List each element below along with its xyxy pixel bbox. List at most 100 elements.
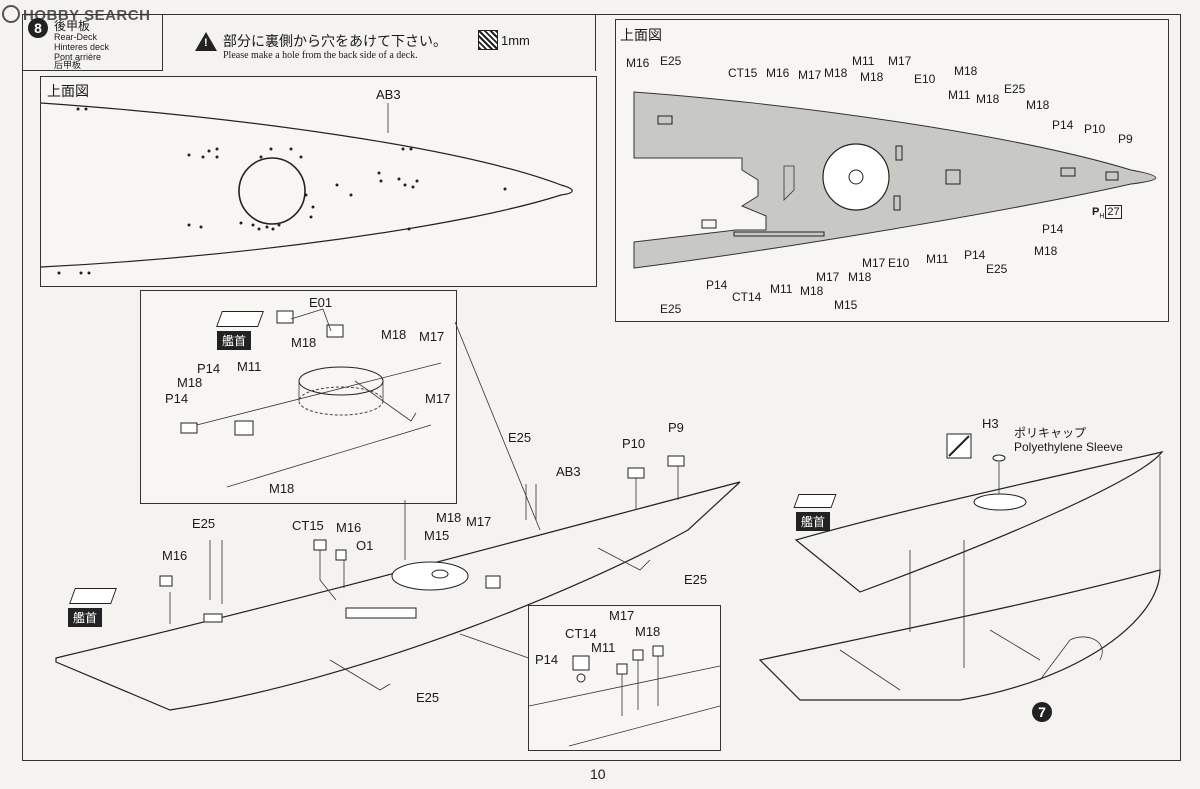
rv-label-m17c: M17 xyxy=(862,256,886,270)
step-title-fr: Pont arrière xyxy=(54,52,102,62)
notice-text-jp: 部分に裏側から穴をあけて下さい。 xyxy=(223,34,447,50)
top-view-right-heading: 上面図 xyxy=(620,28,662,44)
rv-label-m18f: M18 xyxy=(1034,244,1058,258)
step-title-cn: 后甲板 xyxy=(54,61,82,71)
detail-inset-top: 艦首 E01 M18 M18 M17 M17 P14 M11 M18 P14 M… xyxy=(140,290,457,504)
deck-outline-left xyxy=(40,102,573,275)
ma-label-ab3: AB3 xyxy=(556,464,581,479)
rv-label-ct14: CT14 xyxy=(732,290,762,304)
rv-label-m11b: M11 xyxy=(948,88,971,102)
rv-label-m11d: M11 xyxy=(770,282,793,296)
ha-label-h3: H3 xyxy=(982,416,999,431)
rv-label-m18a: M18 xyxy=(824,66,848,80)
rv-label-p14a: P14 xyxy=(1052,118,1074,132)
bow-arrow-icon xyxy=(216,311,264,327)
bow-tag-inset-top: 艦首 xyxy=(217,331,252,350)
ma-label-m16b: M16 xyxy=(336,520,362,535)
part-label-ab3: AB3 xyxy=(376,87,401,102)
rv-label-m18g: M18 xyxy=(848,270,872,284)
bow-tag-main: 艦首 xyxy=(68,608,103,627)
rv-label-m11a: M11 xyxy=(852,54,875,68)
rv-label-p14c: P14 xyxy=(964,248,986,262)
rv-label-p14b: P14 xyxy=(1042,222,1064,236)
bow-arrow-icon xyxy=(793,494,837,508)
it-label-m11: M11 xyxy=(237,359,262,374)
it-label-m17a: M17 xyxy=(419,329,445,344)
ma-label-e25d: E25 xyxy=(416,690,440,705)
ma-label-p10: P10 xyxy=(622,436,646,451)
bow-arrow-icon xyxy=(69,588,117,604)
rv-label-e10a: E10 xyxy=(914,72,936,86)
ma-label-e25a: E25 xyxy=(508,430,532,445)
ib-label-m17: M17 xyxy=(609,608,635,623)
rv-label-m18d: M18 xyxy=(976,92,1000,106)
ma-label-m16a: M16 xyxy=(162,548,188,563)
ha-label-sleeve-jp: ポリキャップ xyxy=(1014,426,1087,440)
rv-label-m18h: M18 xyxy=(800,284,824,298)
ha-label-sleeve-en: Polyethylene Sleeve xyxy=(1014,440,1123,454)
rv-label-m17b: M17 xyxy=(888,54,912,68)
rv-label-p10: P10 xyxy=(1084,122,1106,136)
ib-label-ct14: CT14 xyxy=(565,626,597,641)
ib-label-m18: M18 xyxy=(635,624,661,639)
rv-label-ct15: CT15 xyxy=(728,66,758,80)
top-view-left-panel: 上面図 AB3 xyxy=(40,76,597,287)
page-number: 10 xyxy=(590,766,606,782)
bow-tag-hull: 艦首 xyxy=(796,512,831,531)
rv-label-m18c: M18 xyxy=(954,64,978,78)
ib-label-p14: P14 xyxy=(535,652,559,667)
it-label-m18d: M18 xyxy=(269,481,295,496)
it-label-m18c: M18 xyxy=(177,375,203,390)
it-label-p14b: P14 xyxy=(165,391,189,406)
rv-label-m16: M16 xyxy=(626,56,650,70)
rv-label-m11c: M11 xyxy=(926,252,949,266)
ma-label-e25c: E25 xyxy=(684,572,708,587)
rv-label-m17d: M17 xyxy=(816,270,840,284)
ib-label-m11: M11 xyxy=(591,640,616,655)
notice-text-en: Please make a hole from the back side of… xyxy=(223,50,418,61)
rv-label-e25c: E25 xyxy=(986,262,1008,276)
inset-bottom-drawing xyxy=(528,645,721,747)
rv-label-e10b: E10 xyxy=(888,256,910,270)
top-view-left-heading: 上面図 xyxy=(47,84,89,100)
drill-size: 1mm xyxy=(501,33,530,48)
step-number-badge: 8 xyxy=(28,18,48,38)
it-label-e01: E01 xyxy=(309,295,333,310)
it-label-m18a: M18 xyxy=(291,335,317,350)
drill-icon xyxy=(478,30,498,50)
step-title-en: Rear-Deck xyxy=(54,32,98,42)
it-label-m17b: M17 xyxy=(425,391,451,406)
step-title-de: Hinteres deck xyxy=(54,42,110,52)
ma-label-m15: M15 xyxy=(424,528,450,543)
rv-label-p9: P9 xyxy=(1118,132,1133,146)
step-header: 8 後甲板 Rear-Deck Hinteres deck Pont arriè… xyxy=(22,14,163,71)
rv-label-m16b: M16 xyxy=(766,66,790,80)
ma-label-p9: P9 xyxy=(668,420,684,435)
it-label-p14a: P14 xyxy=(197,361,221,376)
rv-label-e25b: E25 xyxy=(1004,82,1026,96)
ma-label-m17: M17 xyxy=(466,514,492,529)
rv-label-e25d: E25 xyxy=(660,302,682,316)
warning-icon xyxy=(195,32,217,51)
watermark: HOBBY SEARCH xyxy=(2,5,150,24)
ref-step-badge: 7 xyxy=(1032,702,1052,722)
rv-label-m18b: M18 xyxy=(860,70,884,84)
it-label-m18b: M18 xyxy=(381,327,407,342)
ma-label-o1: O1 xyxy=(356,538,374,553)
ma-label-ct15: CT15 xyxy=(292,518,324,533)
rv-label-e25a: E25 xyxy=(660,54,682,68)
rv-label-m18e: M18 xyxy=(1026,98,1050,112)
rv-label-m15: M15 xyxy=(834,298,858,312)
ma-label-m18: M18 xyxy=(436,510,462,525)
rv-label-m17a: M17 xyxy=(798,68,822,82)
notice: ! 部分に裏側から穴をあけて下さい。 Please make a hole fr… xyxy=(195,30,575,66)
ma-label-e25b: E25 xyxy=(192,516,216,531)
watermark-logo-icon xyxy=(2,5,20,23)
step-title-jp: 後甲板 xyxy=(54,19,91,33)
rv-label-p14d: P14 xyxy=(706,278,728,292)
inset-top-drawing xyxy=(180,308,442,488)
top-view-right-panel: 上面図 M16 E25 CT15 M16 M17 M18 M11 M18 M17… xyxy=(615,19,1169,322)
deck-outline-right xyxy=(633,91,1156,269)
detail-inset-bottom: M17 CT14 M18 M11 P14 xyxy=(528,605,721,751)
